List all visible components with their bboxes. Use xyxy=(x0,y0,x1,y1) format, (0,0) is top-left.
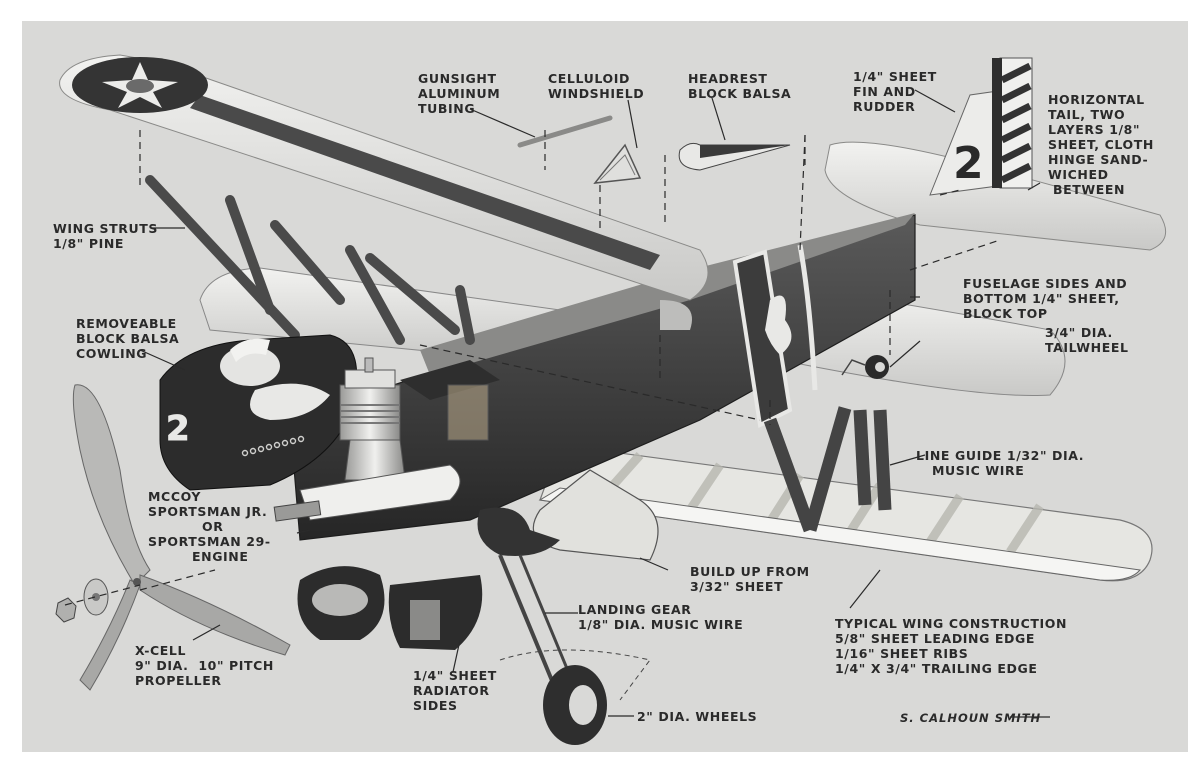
wheel-pants xyxy=(297,566,483,650)
label-tailwheel: 3/4" DIA.TAILWHEEL xyxy=(1045,325,1129,355)
label-line-guide: LINE GUIDE 1/32" DIA.MUSIC WIRE xyxy=(916,448,1085,478)
label-wheels: 2" DIA. WHEELS xyxy=(637,709,758,724)
headrest xyxy=(678,142,791,171)
upper-wing xyxy=(59,54,709,301)
artist-credit: S. CALHOUN SMITH xyxy=(900,711,1042,725)
horizontal-tail xyxy=(824,141,1167,251)
tail-number: 2 xyxy=(953,138,984,189)
landing-gear xyxy=(477,507,651,745)
cowl-number: 2 xyxy=(166,409,190,449)
wing-struts xyxy=(145,175,475,345)
leader-lines xyxy=(139,89,1050,718)
engine xyxy=(273,357,461,522)
lower-wing-struts xyxy=(763,406,892,533)
propeller xyxy=(72,384,291,691)
windshield xyxy=(593,143,642,184)
star-roundel-icon xyxy=(72,57,208,113)
gunsight-tube xyxy=(517,115,613,148)
cockpit xyxy=(400,360,500,441)
eagle-insignia xyxy=(765,295,792,355)
fin-and-rudder: 2 xyxy=(929,57,1033,196)
fuselage xyxy=(289,213,916,541)
dashed-alignment-lines xyxy=(64,130,1001,606)
cowling: 2 xyxy=(159,334,358,491)
tailwheel xyxy=(841,355,889,379)
prop-washer-and-nut xyxy=(55,578,109,623)
